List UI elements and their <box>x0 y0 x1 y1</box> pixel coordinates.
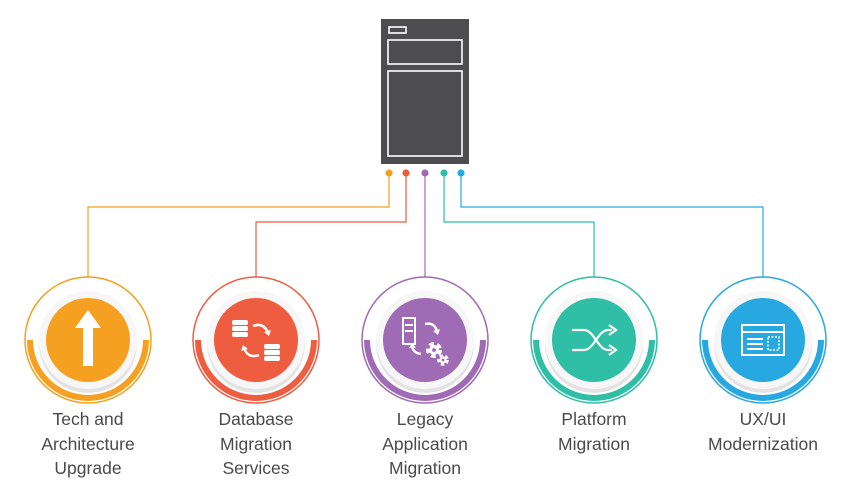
service-label: Tech and Architecture Upgrade <box>41 409 135 478</box>
outer-ring <box>530 276 658 404</box>
connector-line <box>460 175 764 277</box>
shuffle-arrows-icon <box>572 324 618 356</box>
service-label: Database Migration Services <box>218 409 294 478</box>
service-node <box>24 276 152 404</box>
server-gears-icon <box>402 317 449 366</box>
outer-ring <box>192 276 320 404</box>
connector-dot <box>385 169 393 177</box>
connector-line <box>443 175 595 277</box>
connector-lines <box>87 169 764 277</box>
connector-dot <box>402 169 410 177</box>
node-core <box>552 298 636 382</box>
outer-ring <box>24 276 152 404</box>
upload-arrow-icon <box>75 310 101 366</box>
database-sync-icon <box>232 320 280 361</box>
connector-dot <box>457 169 465 177</box>
service-node <box>361 276 489 404</box>
connector-line <box>255 175 407 277</box>
connector-dot <box>440 169 448 177</box>
server-tower-icon <box>381 19 469 164</box>
service-nodes <box>24 276 827 404</box>
service-node <box>699 276 827 404</box>
service-node <box>192 276 320 404</box>
outer-ring <box>361 276 489 404</box>
connector-line <box>87 175 390 277</box>
service-label: Platform Migration <box>558 409 630 454</box>
service-label: Legacy Application Migration <box>382 409 468 478</box>
service-label: UX/UI Modernization <box>708 409 818 454</box>
outer-ring <box>699 276 827 404</box>
service-node <box>530 276 658 404</box>
node-core <box>383 298 467 382</box>
web-layout-icon <box>741 324 785 356</box>
connector-dot <box>421 169 429 177</box>
node-core <box>214 298 298 382</box>
